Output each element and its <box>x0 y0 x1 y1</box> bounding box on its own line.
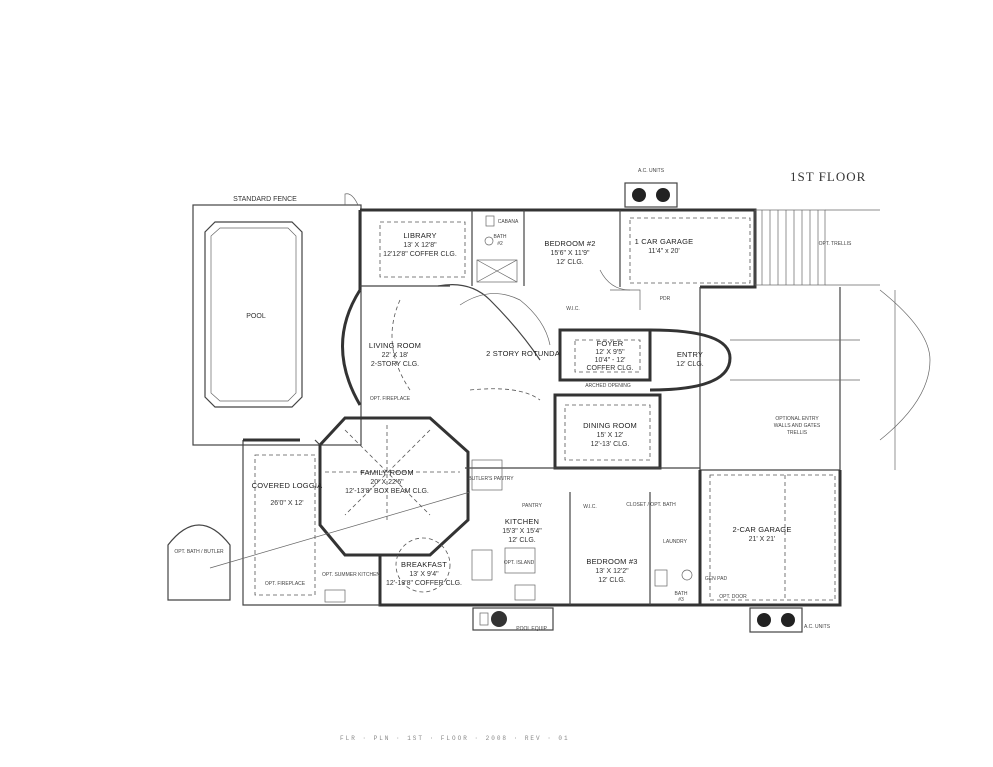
floor-title: 1ST FLOOR <box>790 169 866 184</box>
library-label: LIBRARY <box>403 231 436 240</box>
wic-mid-label: W.I.C. <box>583 504 597 510</box>
footer-text: FLR · PLN · 1ST · FLOOR · 2008 · REV · 0… <box>340 735 570 742</box>
room-labels: LIBRARY 13' X 12'8" 12'12'8" COFFER CLG.… <box>174 219 852 603</box>
library-clg: 12'12'8" COFFER CLG. <box>383 251 457 258</box>
bath2-label: BATH <box>494 234 507 240</box>
opt-fireplace-loggia-label: OPT. FIREPLACE <box>265 581 306 587</box>
bedroom2-size: 15'6" X 11'9" <box>550 250 590 257</box>
entry-label: ENTRY <box>677 350 703 359</box>
opt-fireplace-top-label: OPT. FIREPLACE <box>370 396 411 402</box>
loggia-size: 26'0" X 12' <box>270 500 303 507</box>
wic-top-label: W.I.C. <box>566 306 580 312</box>
bedroom3-clg: 12' CLG. <box>598 577 625 584</box>
dining-room-label: DINING ROOM <box>583 421 637 430</box>
gen-pad-label: GEN PAD <box>705 576 728 582</box>
family-size: 20' X 22'6" <box>370 479 404 486</box>
pool-label: POOL <box>246 313 266 320</box>
optional-entry-label3: TRELLIS <box>787 430 808 436</box>
car-garage2-label: 2-CAR GARAGE <box>732 525 791 534</box>
family-clg: 12'-13'8" BOX BEAM CLG. <box>345 488 429 495</box>
house-walls <box>167 208 842 607</box>
car-garage2-size: 21' X 21' <box>749 536 776 543</box>
rotunda-label: 2 STORY ROTUNDA <box>486 349 560 358</box>
living-room-label: LIVING ROOM <box>369 341 421 350</box>
cabana-label: CABANA <box>498 219 519 225</box>
bath3-num: #3 <box>678 597 684 603</box>
entry-clg: 12' CLG. <box>676 361 703 368</box>
optional-entry-label2: WALLS AND GATES <box>774 423 821 429</box>
foyer-clg2: COFFER CLG. <box>586 365 633 372</box>
covered-loggia-label: COVERED LOGGIA <box>252 481 323 490</box>
ceiling-guides <box>209 217 836 601</box>
bath3-label: BATH <box>675 591 688 597</box>
pool-area: POOL STANDARD FENCE <box>192 193 362 446</box>
kitchen-label: KITCHEN <box>505 517 539 526</box>
dining-clg: 12'-13' CLG. <box>591 441 630 448</box>
living-clg: 2-STORY CLG. <box>371 361 419 368</box>
breakfast-label: BREAKFAST <box>401 560 447 569</box>
laundry-label: LAUNDRY <box>663 539 687 545</box>
opt-island-label: OPT. ISLAND <box>504 560 535 566</box>
living-size: 22' X 18' <box>382 352 409 359</box>
optional-entry-label: OPTIONAL ENTRY <box>775 416 819 422</box>
ac-units-bottom: A.C. UNITS <box>749 607 831 633</box>
opt-trellis-label: OPT. TRELLIS <box>819 241 852 247</box>
dining-size: 15' X 12' <box>597 432 624 439</box>
library-size: 13' X 12'8" <box>403 242 437 249</box>
pool-equip-label: POOL EQUIP. <box>516 626 547 632</box>
standard-fence-label: STANDARD FENCE <box>233 196 297 203</box>
foyer-label: FOYER <box>597 339 624 348</box>
bedroom2-label: BEDROOM #2 <box>544 239 595 248</box>
kitchen-size: 15'3" X 15'4" <box>502 528 542 535</box>
entry-courtyard <box>730 289 931 470</box>
kitchen-clg: 12' CLG. <box>508 537 535 544</box>
bedroom3-size: 13' X 12'2" <box>595 568 629 575</box>
car-garage1-size: 11'4" x 20' <box>648 248 680 255</box>
opt-bath-butler-label: OPT. BATH / BUTLER <box>174 549 224 555</box>
ac-units-top: A.C. UNITS <box>624 168 678 208</box>
closet-opt-bath-label: CLOSET / OPT. BATH <box>626 502 676 508</box>
foyer-clg1: 10'4" - 12' <box>595 357 626 364</box>
trellis <box>754 209 880 286</box>
pdr-label: PDR <box>660 296 671 302</box>
car-garage1-label: 1 CAR GARAGE <box>635 237 694 246</box>
bedroom2-clg: 12' CLG. <box>556 259 583 266</box>
breakfast-size: 13' X 9'4" <box>409 571 439 578</box>
ac-units-bottom-label: A.C. UNITS <box>804 624 831 630</box>
arched-opening-label: ARCHED OPENING <box>585 383 631 389</box>
ac-units-top-label: A.C. UNITS <box>638 168 665 174</box>
family-room-label: FAMILY ROOM <box>360 468 414 477</box>
bedroom3-label: BEDROOM #3 <box>586 557 637 566</box>
bath2-num: #2 <box>497 241 503 247</box>
pool-equipment: POOL EQUIP. <box>472 607 554 632</box>
fixtures <box>324 215 693 603</box>
breakfast-clg: 12'-13'8" COFFER CLG. <box>386 580 462 587</box>
pantry-label: PANTRY <box>522 503 542 509</box>
opt-door-label: OPT. DOOR <box>719 594 747 600</box>
opt-summer-kitchen-label: OPT. SUMMER KITCHEN <box>322 572 380 578</box>
butlers-pantry-label: BUTLER'S PANTRY <box>468 476 514 482</box>
foyer-size: 12' X 9'5" <box>595 349 625 356</box>
